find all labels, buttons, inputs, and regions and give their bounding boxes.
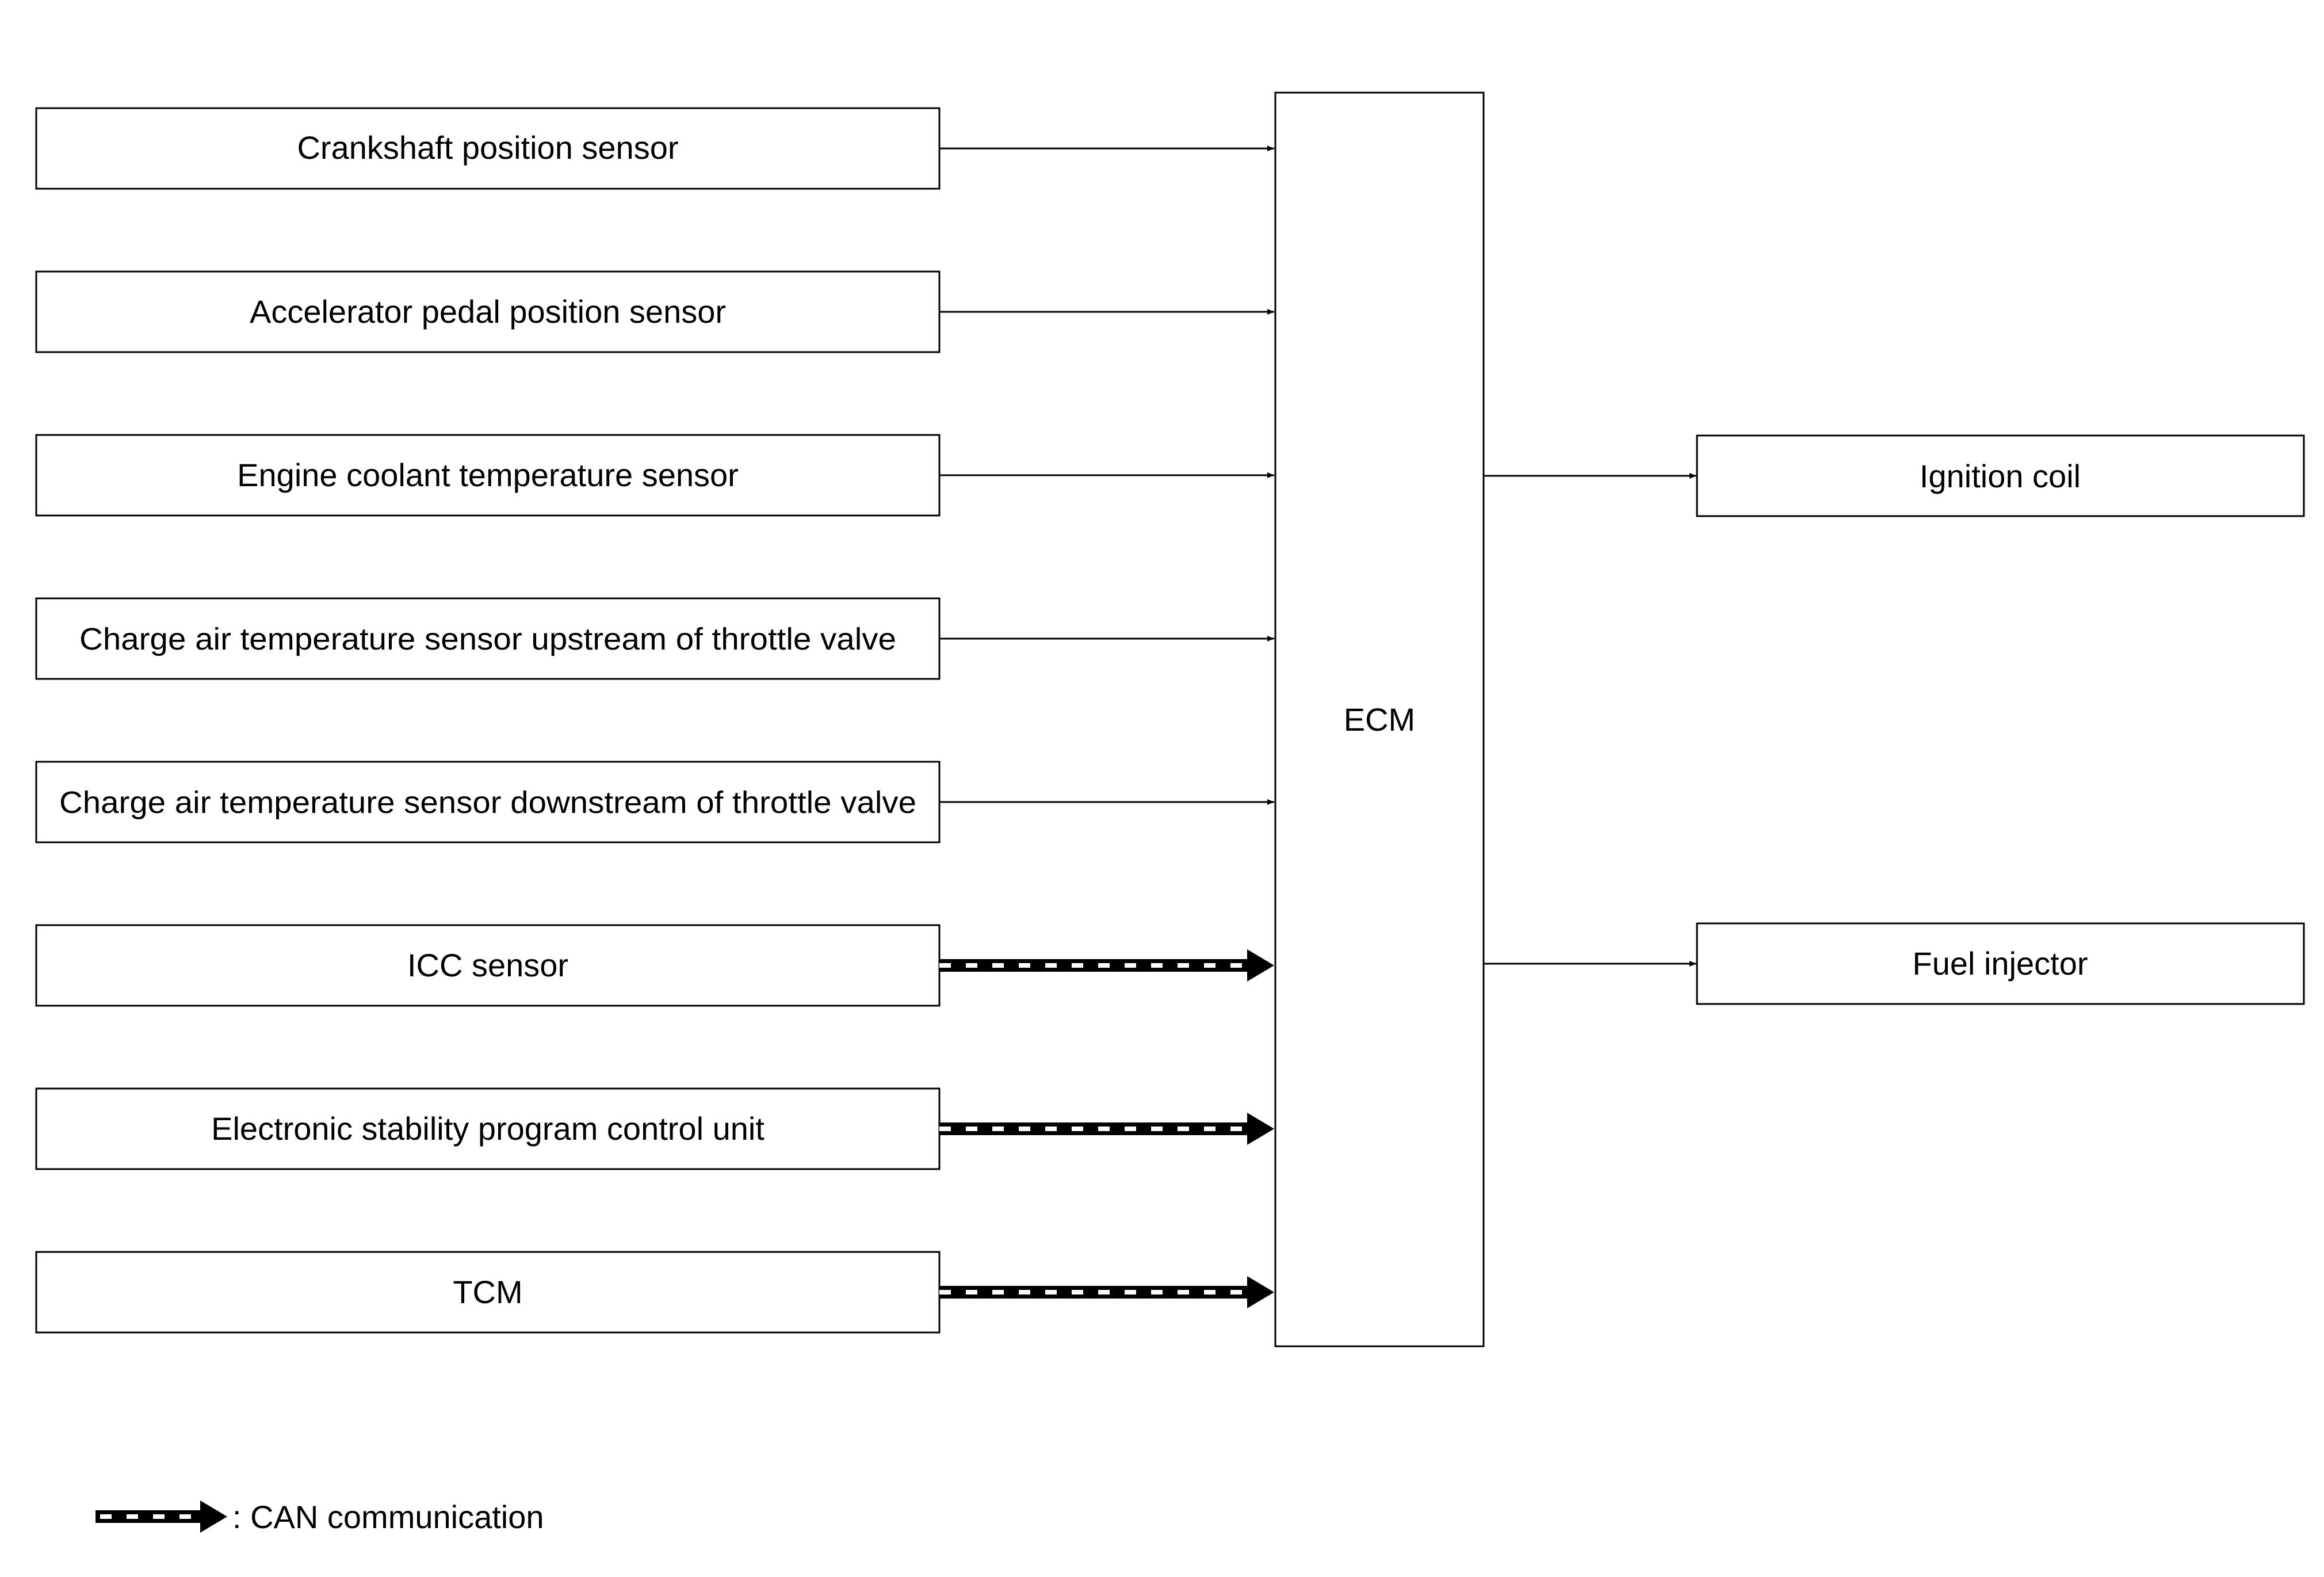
- input-label-tcm: TCM: [453, 1274, 522, 1310]
- ecm-box: [1274, 91, 1485, 1347]
- input-box-charge-air-temp-upstream: [35, 597, 941, 680]
- input-label-charge-air-temp-downstream: Charge air temperature sensor downstream…: [59, 785, 916, 820]
- output-label-fuel-injector: Fuel injector: [1912, 945, 2088, 982]
- output-box-fuel-injector: [1696, 922, 2305, 1005]
- input-label-crankshaft-position-sensor: Crankshaft position sensor: [297, 129, 678, 166]
- input-group-coolant: Engine coolant temperature sensor: [35, 434, 1274, 517]
- input-label-accelerator-pedal-position-sensor: Accelerator pedal position sensor: [250, 293, 726, 330]
- can-arrow-icc-to-ecm: [939, 949, 1274, 982]
- legend-label: : CAN communication: [232, 1499, 544, 1535]
- output-group-fuel-injector: Fuel injector: [1484, 922, 2305, 1005]
- legend-can-arrow-symbol: [95, 1500, 227, 1533]
- output-group-ignition: Ignition coil: [1484, 434, 2305, 517]
- input-box-crankshaft-position-sensor: [35, 107, 941, 190]
- input-box-electronic-stability-program-control-unit: [35, 1087, 941, 1170]
- input-group-icc: ICC sensor: [35, 924, 1274, 1007]
- input-label-icc-sensor: ICC sensor: [407, 947, 568, 983]
- ecm-label: ECM: [1344, 701, 1415, 738]
- input-group-accelerator: Accelerator pedal position sensor: [35, 270, 1274, 353]
- output-box-ignition-coil: [1696, 434, 2305, 517]
- input-group-tcm: TCM: [35, 1251, 1274, 1334]
- input-box-icc-sensor: [35, 924, 941, 1007]
- input-box-accelerator-pedal-position-sensor: [35, 270, 941, 353]
- can-arrow-esp-to-ecm: [939, 1113, 1274, 1145]
- input-label-electronic-stability-program-control-unit: Electronic stability program control uni…: [211, 1110, 765, 1147]
- output-label-ignition-coil: Ignition coil: [1920, 458, 2081, 494]
- input-group-charge-air-downstream: Charge air temperature sensor downstream…: [35, 761, 1274, 843]
- can-arrow-tcm-to-ecm: [939, 1276, 1274, 1308]
- input-group-crankshaft: Crankshaft position sensor: [35, 107, 1274, 190]
- input-box-engine-coolant-temperature-sensor: [35, 434, 941, 517]
- ecm-group: ECM: [1274, 91, 1485, 1347]
- input-label-engine-coolant-temperature-sensor: Engine coolant temperature sensor: [237, 457, 739, 493]
- input-group-charge-air-upstream: Charge air temperature sensor upstream o…: [35, 597, 1274, 680]
- input-box-charge-air-temp-downstream: [35, 761, 941, 843]
- input-group-esp: Electronic stability program control uni…: [35, 1087, 1274, 1170]
- input-label-charge-air-temp-upstream: Charge air temperature sensor upstream o…: [79, 622, 896, 656]
- legend: : CAN communication: [95, 1499, 544, 1535]
